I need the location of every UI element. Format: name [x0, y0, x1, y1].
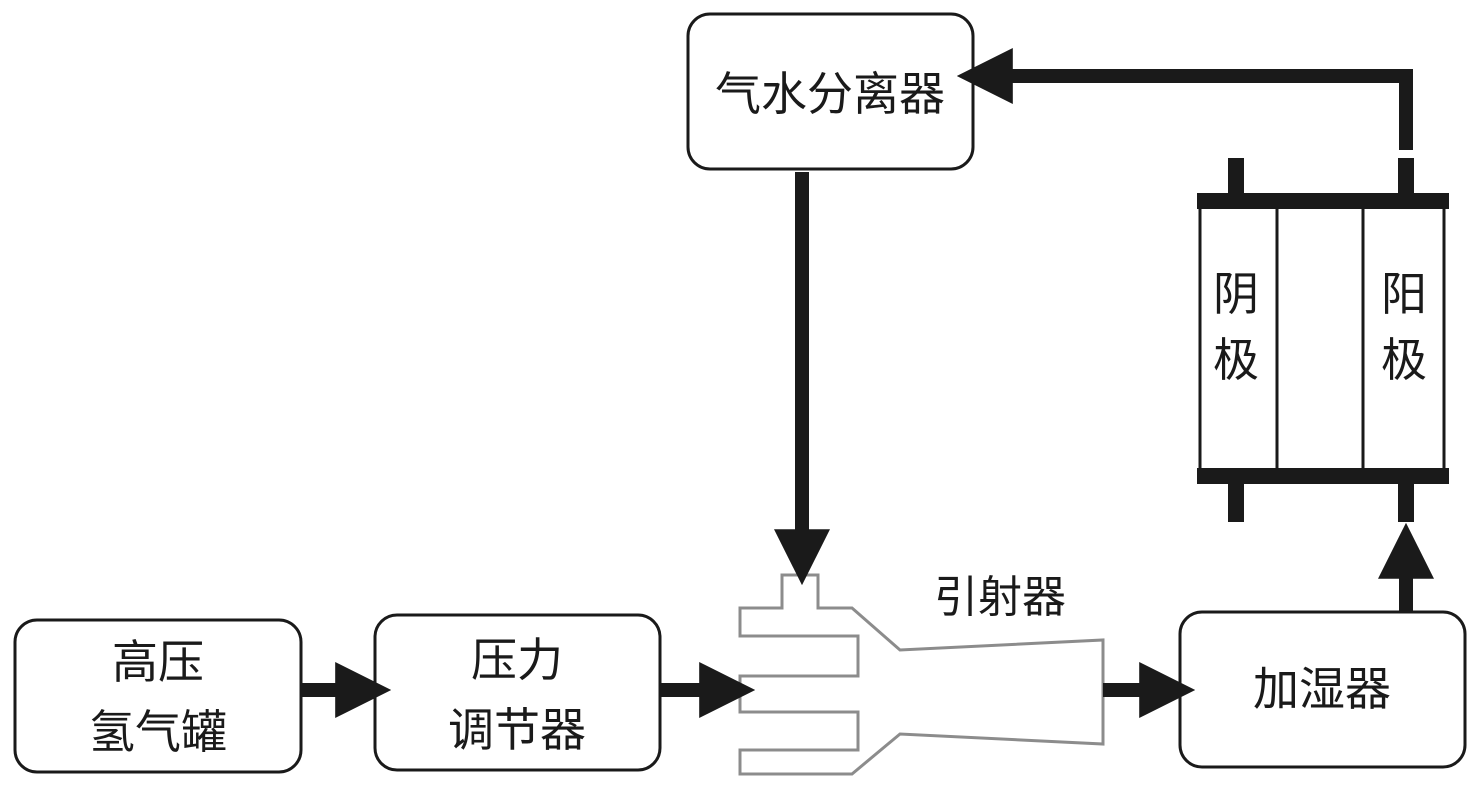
- pressure-regulator-node: 压力 调节器: [373, 613, 662, 772]
- anode-label-char2: 极: [1381, 333, 1427, 387]
- fuel-cell-stack: 阴 极 阳 极: [1197, 158, 1449, 522]
- cathode-label-char1: 阴: [1213, 267, 1259, 321]
- anode-top-port: [1398, 158, 1414, 196]
- stack-body: [1198, 201, 1446, 478]
- humidifier-node: 加湿器: [1178, 610, 1467, 769]
- hydrogen-tank-label-line1: 高压: [112, 635, 204, 689]
- pressure-regulator-label-line2: 调节器: [448, 703, 586, 757]
- ejector-node: 引射器: [738, 572, 1105, 776]
- hydrogen-tank-label-line2: 氢气罐: [89, 705, 227, 759]
- cathode-bottom-port: [1228, 482, 1244, 522]
- ejector-outline: [738, 573, 1105, 776]
- ejector-label: 引射器: [934, 572, 1066, 623]
- anode-bottom-port: [1398, 482, 1414, 522]
- gas-water-separator-node: 气水分离器: [686, 12, 975, 171]
- arrow-anode-to-separator: [956, 48, 1413, 150]
- gas-water-separator-label: 气水分离器: [715, 67, 945, 121]
- stack-top-plate: [1197, 193, 1449, 209]
- cathode-label-char2: 极: [1213, 333, 1259, 387]
- hydrogen-tank-node: 高压 氢气罐: [13, 618, 303, 774]
- humidifier-label: 加湿器: [1253, 662, 1391, 716]
- pressure-regulator-label-line1: 压力: [471, 633, 563, 687]
- anode-label-char1: 阳: [1381, 267, 1427, 321]
- cathode-top-port: [1228, 158, 1244, 196]
- stack-bottom-plate: [1197, 468, 1449, 484]
